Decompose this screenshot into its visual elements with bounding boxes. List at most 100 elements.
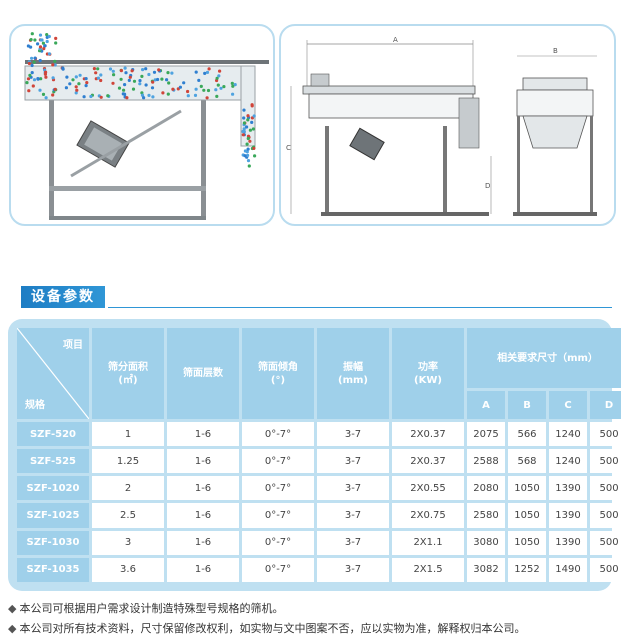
- material-dot: [199, 84, 203, 88]
- dim-a-cell: 2080: [467, 476, 505, 501]
- material-dot: [246, 147, 250, 151]
- power-cell: 2X1.1: [392, 530, 464, 555]
- power-cell: 2X0.37: [392, 449, 464, 474]
- layers-cell: 1-6: [167, 530, 239, 555]
- table-row: SZF-1025 2.5 1-6 0°-7° 3-7 2X0.75 2580 1…: [17, 503, 621, 528]
- material-dot: [71, 78, 75, 82]
- material-dot: [74, 85, 78, 89]
- material-dot: [248, 128, 252, 132]
- material-dot: [44, 75, 48, 79]
- dim-d-cell: 500: [590, 557, 621, 582]
- material-dot: [203, 71, 207, 75]
- material-dot: [207, 67, 211, 71]
- material-dot: [205, 70, 210, 74]
- material-dot: [121, 92, 125, 96]
- material-dot: [47, 34, 51, 39]
- material-dot: [96, 76, 100, 80]
- material-dot: [138, 79, 142, 83]
- power-cell: 2X0.75: [392, 503, 464, 528]
- material-dot: [248, 139, 252, 143]
- material-dot: [123, 66, 127, 70]
- material-dot: [178, 85, 182, 89]
- area-cell: 3: [92, 530, 164, 555]
- material-dot: [216, 83, 220, 87]
- material-dot: [160, 77, 164, 81]
- section-title: 设备参数: [21, 286, 105, 308]
- dim-d-cell: 500: [590, 422, 621, 447]
- dim-d-cell: 500: [590, 449, 621, 474]
- material-dot: [202, 88, 206, 92]
- dimension-drawing-svg: A C D B: [286, 36, 597, 216]
- material-dot: [197, 78, 201, 82]
- col-header-angle: 筛面倾角(°): [242, 328, 314, 419]
- material-dot: [30, 56, 34, 60]
- col-header-dimensions: 相关要求尺寸（mm）: [467, 328, 621, 388]
- material-dot: [246, 114, 250, 118]
- col-header-dim-c: C: [549, 391, 587, 419]
- layers-cell: 1-6: [167, 422, 239, 447]
- material-dot: [41, 92, 46, 96]
- material-dot: [140, 93, 145, 97]
- dim-c-cell: 1390: [549, 503, 587, 528]
- material-dot: [45, 33, 49, 37]
- dim-b-cell: 566: [508, 422, 546, 447]
- dim-d-cell: 500: [590, 530, 621, 555]
- amplitude-cell: 3-7: [317, 530, 389, 555]
- note-line-1: ◆本公司可根据用户需求设计制造特殊型号规格的筛机。: [8, 600, 283, 616]
- dim-b-cell: 1050: [508, 503, 546, 528]
- layers-cell: 1-6: [167, 557, 239, 582]
- material-dot: [241, 133, 245, 137]
- material-dot: [111, 69, 115, 73]
- amplitude-cell: 3-7: [317, 557, 389, 582]
- material-dot: [74, 75, 78, 79]
- material-dot: [38, 33, 43, 37]
- material-dot: [250, 120, 254, 124]
- dim-c-cell: 1240: [549, 422, 587, 447]
- material-dot: [36, 42, 40, 46]
- material-dot: [166, 92, 170, 96]
- dim-d-cell: 500: [590, 503, 621, 528]
- material-dot: [28, 73, 32, 77]
- material-dot: [152, 70, 157, 74]
- specs-table: 项目 规格 筛分面积(㎡) 筛面层数 筛面倾角(°) 振幅(mm) 功率(KW)…: [14, 325, 621, 585]
- col-header-area: 筛分面积(㎡): [92, 328, 164, 419]
- model-cell: SZF-1020: [17, 476, 89, 501]
- material-dot: [215, 94, 219, 98]
- material-dot: [77, 82, 81, 86]
- material-dot: [166, 71, 170, 75]
- material-dot: [246, 134, 251, 138]
- material-dot: [245, 142, 249, 146]
- dim-c-cell: 1390: [549, 530, 587, 555]
- material-dot: [246, 159, 251, 163]
- material-dot: [125, 96, 129, 100]
- material-dot: [151, 80, 155, 84]
- dim-a-cell: 3082: [467, 557, 505, 582]
- material-dot: [54, 41, 58, 45]
- diamond-bullet-icon: ◆: [8, 602, 17, 615]
- material-dot: [30, 32, 34, 36]
- power-cell: 2X0.37: [392, 422, 464, 447]
- col-header-layers: 筛面层数: [167, 328, 239, 419]
- material-dot: [147, 93, 151, 97]
- material-dot: [140, 74, 144, 78]
- dim-label-a: A: [393, 36, 398, 44]
- material-dot: [194, 70, 198, 74]
- model-cell: SZF-1025: [17, 503, 89, 528]
- material-dot: [147, 72, 151, 77]
- material-dot: [38, 45, 43, 49]
- angle-cell: 0°-7°: [242, 557, 314, 582]
- material-dot: [165, 78, 169, 82]
- material-dot: [167, 81, 171, 85]
- material-dot: [128, 75, 132, 79]
- material-dot: [84, 77, 88, 81]
- material-dot: [247, 164, 251, 168]
- col-header-power: 功率(KW): [392, 328, 464, 419]
- material-dot: [156, 77, 160, 82]
- material-dot: [219, 86, 223, 90]
- machine-material-flow-illustration: [9, 24, 275, 226]
- dim-label-b: B: [553, 47, 558, 55]
- material-dot: [74, 91, 78, 95]
- note-line-2: ◆本公司对所有技术资料，尺寸保留修改权利，如实物与文中图案不否，应以实物为准，解…: [8, 620, 525, 636]
- area-cell: 1.25: [92, 449, 164, 474]
- material-dot: [61, 66, 65, 70]
